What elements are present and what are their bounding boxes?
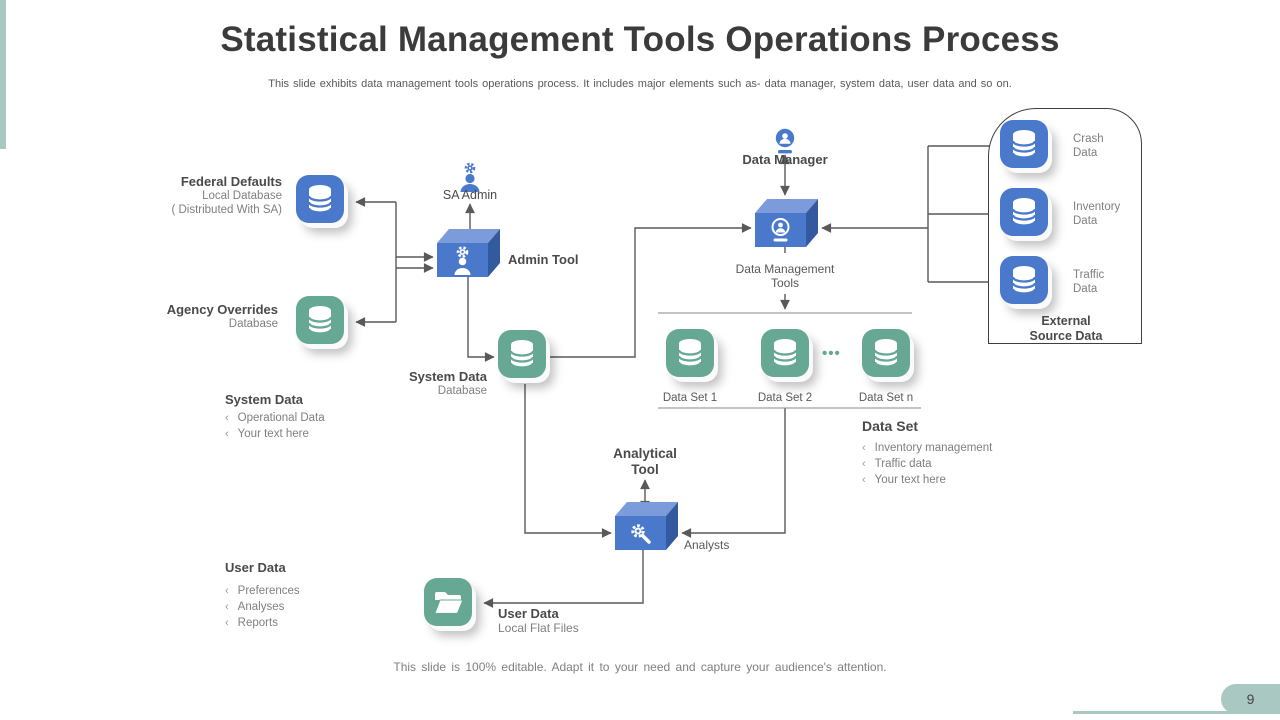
node-subtitle: Database — [228, 318, 278, 330]
list-title: Data Set — [862, 418, 919, 434]
node-title: System Data — [408, 369, 487, 384]
page-number-badge: 9 — [1221, 684, 1280, 714]
system-data-database-icon — [498, 330, 546, 378]
list-title: System Data — [225, 392, 304, 407]
data-management-tools-label: Data Management Tools — [735, 262, 835, 290]
list-item-label: Traffic data — [874, 458, 932, 470]
user-data-list: User Data ‹ Preferences ‹ Analyses ‹ Report… — [225, 560, 300, 631]
admin-tool-box — [437, 229, 500, 277]
external-source-data-label: External Source Data — [1029, 314, 1103, 343]
left-accent-bar — [0, 0, 6, 149]
list-item-label: Reports — [237, 617, 278, 629]
data-set-list: Data Set ‹ Inventory management ‹ Traffic … — [862, 418, 992, 488]
database-icon — [1011, 130, 1037, 159]
bullet-icon: ‹ — [225, 428, 229, 440]
list-item: ‹ Reports — [225, 615, 300, 631]
crash-data-icon — [1000, 120, 1048, 168]
list-item: ‹ Operational Data — [225, 410, 325, 426]
analytical-tool-box — [615, 502, 678, 550]
database-icon — [307, 185, 333, 214]
data-set-1-icon — [666, 329, 714, 377]
database-icon — [509, 340, 535, 369]
traffic-data-icon — [1000, 256, 1048, 304]
list-item: ‹ Traffic data — [862, 456, 992, 472]
inventory-data-label: Inventory Data — [1073, 201, 1121, 227]
traffic-data-label: Traffic Data — [1073, 269, 1105, 295]
page-number-line — [1073, 711, 1280, 714]
admin-tool-label: Admin Tool — [508, 252, 579, 267]
page-subtitle: This slide exhibits data management tool… — [268, 78, 1012, 90]
data-manager-label: Data Manager — [742, 152, 828, 167]
node-title: Federal Defaults — [180, 174, 282, 189]
analysts-label: Analysts — [684, 538, 730, 552]
database-icon — [1011, 266, 1037, 295]
crash-data-label: Crash Data — [1073, 133, 1104, 159]
database-icon — [1011, 198, 1037, 227]
agency-overrides-label: Agency Overrides Database — [100, 302, 278, 331]
node-subtitle: Database — [437, 385, 487, 397]
user-data-files-label: User Data Local Flat Files — [498, 606, 579, 635]
analytical-tool-label: Analytical Tool — [613, 446, 677, 477]
node-subtitle: Local Database — [202, 190, 282, 202]
ellipsis-dots: ••• — [822, 345, 841, 362]
data-set-2-icon — [761, 329, 809, 377]
federal-database-icon — [296, 175, 344, 223]
bullet-icon: ‹ — [225, 601, 229, 613]
inventory-data-icon — [1000, 188, 1048, 236]
sa-admin-label: SA Admin — [442, 188, 498, 202]
data-management-tools-box — [755, 199, 818, 247]
list-item-label: Preferences — [237, 585, 300, 597]
system-data-db-label: System Data Database — [395, 369, 487, 398]
agency-database-icon — [296, 296, 344, 344]
system-data-list: System Data ‹ Operational Data ‹ Your text… — [225, 392, 325, 442]
data-set-n-icon — [862, 329, 910, 377]
data-set-2-label: Data Set 2 — [757, 392, 813, 404]
list-item-label: Operational Data — [237, 412, 325, 424]
list-item: ‹ Inventory management — [862, 440, 992, 456]
bullet-icon: ‹ — [862, 442, 866, 454]
list-item-label: Inventory management — [874, 442, 993, 454]
data-set-1-label: Data Set 1 — [662, 392, 718, 404]
node-title: Agency Overrides — [166, 302, 278, 317]
bullet-icon: ‹ — [225, 585, 229, 597]
list-item: ‹ Your text here — [862, 472, 992, 488]
data-manager-icon — [775, 128, 795, 154]
list-item-label: Your text here — [874, 474, 946, 486]
bullet-icon: ‹ — [225, 617, 229, 629]
database-icon — [307, 306, 333, 335]
folder-icon — [434, 592, 463, 614]
database-icon — [772, 339, 798, 368]
federal-defaults-label: Federal Defaults Local Database ( Distri… — [120, 174, 282, 217]
bullet-icon: ‹ — [225, 412, 229, 424]
list-title: User Data — [225, 560, 286, 575]
bullet-icon: ‹ — [862, 474, 866, 486]
footer-note: This slide is 100% editable. Adapt it to… — [393, 660, 887, 674]
list-item: ‹ Preferences — [225, 583, 300, 599]
list-item: ‹ Your text here — [225, 426, 325, 442]
node-subtitle: ( Distributed With SA) — [171, 204, 282, 216]
bullet-icon: ‹ — [862, 458, 866, 470]
list-item: ‹ Analyses — [225, 599, 300, 615]
data-set-n-label: Data Set n — [858, 392, 914, 404]
database-icon — [677, 339, 703, 368]
page-title: Statistical Management Tools Operations … — [220, 20, 1060, 59]
user-data-folder-icon — [424, 578, 472, 626]
database-icon — [873, 339, 899, 368]
list-item-label: Your text here — [237, 428, 309, 440]
sa-admin-icon — [460, 162, 480, 192]
list-item-label: Analyses — [237, 601, 285, 613]
